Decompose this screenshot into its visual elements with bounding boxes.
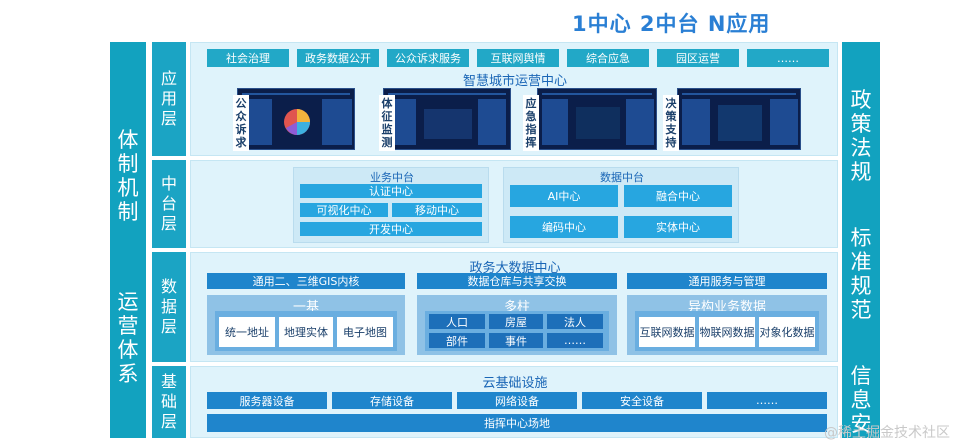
pie-chart-icon (284, 109, 310, 135)
fusion-center: 融合中心 (624, 185, 732, 207)
iot-data: 物联网数据 (699, 317, 755, 347)
app-tab-3: 公众诉求服务 (387, 49, 469, 67)
infra-ellipsis: …… (707, 392, 827, 409)
object-data: 对象化数据 (759, 317, 815, 347)
dashboard-screenshot-3 (537, 88, 657, 150)
mobile-center: 移动中心 (392, 203, 482, 217)
legal-entity: 法人 (547, 314, 603, 329)
unified-address: 统一地址 (219, 317, 275, 347)
app-tab-6: 园区运营 (657, 49, 739, 67)
ellipsis-item: …… (547, 333, 603, 348)
ai-center: AI中心 (510, 185, 618, 207)
application-layer-label: 应用层 (152, 42, 186, 156)
app-tab-2: 政务数据公开 (297, 49, 379, 67)
visualization-center: 可视化中心 (300, 203, 388, 217)
cloud-infrastructure-title: 云基础设施 (482, 376, 548, 391)
right-bar: 政策法规 标准规范 信息安全 (842, 42, 880, 448)
dashboard-screenshot-1 (237, 88, 355, 150)
right-bar-item-3: 信息安全 (850, 364, 872, 448)
group-base: 一基 统一地址 地理实体 电子地图 (207, 295, 405, 355)
internet-data: 互联网数据 (639, 317, 695, 347)
gis-kernel-bar: 通用二、三维GIS内核 (207, 273, 405, 289)
geo-entity: 地理实体 (279, 317, 333, 347)
storage-equipment: 存储设备 (332, 392, 452, 409)
group-pillars: 多柱 人口 房屋 法人 部件 事件 …… (417, 295, 617, 355)
right-bar-item-1: 政策法规 (850, 88, 872, 184)
infrastructure-layer-panel: 云基础设施 服务器设备 存储设备 网络设备 安全设备 …… 指挥中心场地 (190, 366, 838, 438)
auth-center: 认证中心 (300, 184, 482, 198)
component: 部件 (429, 333, 485, 348)
app-tab-1: 社会治理 (207, 49, 289, 67)
app-tab-5: 综合应急 (567, 49, 649, 67)
data-layer-label: 数据层 (152, 252, 186, 362)
server-equipment: 服务器设备 (207, 392, 327, 409)
middle-layer-label: 中台层 (152, 160, 186, 248)
security-equipment: 安全设备 (582, 392, 702, 409)
data-platform-title: 数据中台 (600, 171, 644, 184)
diagram-title: 1中心 2中台 N应用 (572, 12, 771, 36)
screen-label-3: 应急指挥 (523, 95, 539, 151)
left-bar: 体制机制 运营体系 (110, 42, 146, 438)
left-bar-top-label: 体制机制 (117, 128, 139, 224)
watermark: @稀土掘金技术社区 (824, 425, 950, 441)
command-center-site: 指挥中心场地 (207, 414, 827, 432)
network-equipment: 网络设备 (457, 392, 577, 409)
entity-center: 实体中心 (624, 216, 732, 238)
left-bar-bottom-label: 运营体系 (117, 290, 139, 386)
data-platform-box: 数据中台 AI中心 融合中心 编码中心 实体中心 (503, 167, 739, 243)
operation-center-title: 智慧城市运营中心 (462, 74, 567, 89)
gov-bigdata-center-title: 政务大数据中心 (469, 261, 561, 276)
coding-center: 编码中心 (510, 216, 618, 238)
screen-label-4: 决策支持 (663, 95, 679, 151)
app-tab-7: …… (747, 49, 829, 67)
common-service-bar: 通用服务与管理 (627, 273, 827, 289)
application-layer-panel: 社会治理 政务数据公开 公众诉求服务 互联网舆情 综合应急 园区运营 …… 智慧… (190, 42, 838, 156)
middle-layer-panel: 业务中台 认证中心 可视化中心 移动中心 开发中心 数据中台 AI中心 融合中心… (190, 160, 838, 248)
event: 事件 (489, 333, 543, 348)
app-tab-4: 互联网舆情 (477, 49, 559, 67)
business-platform-title: 业务中台 (370, 171, 414, 184)
right-bar-item-2: 标准规范 (850, 226, 872, 322)
business-platform-box: 业务中台 认证中心 可视化中心 移动中心 开发中心 (293, 167, 489, 243)
screen-label-2: 体征监测 (379, 95, 395, 151)
dev-center: 开发中心 (300, 222, 482, 236)
data-layer-panel: 政务大数据中心 通用二、三维GIS内核 数据仓库与共享交换 通用服务与管理 一基… (190, 252, 838, 362)
data-warehouse-bar: 数据仓库与共享交换 (417, 273, 617, 289)
dashboard-screenshot-4 (677, 88, 801, 150)
housing: 房屋 (489, 314, 543, 329)
infrastructure-layer-label: 基础层 (152, 366, 186, 438)
group-heterogeneous: 异构业务数据 互联网数据 物联网数据 对象化数据 (627, 295, 827, 355)
dashboard-screenshot-2 (383, 88, 511, 150)
electronic-map: 电子地图 (337, 317, 393, 347)
screen-label-1: 公众诉求 (233, 95, 249, 151)
population: 人口 (429, 314, 485, 329)
